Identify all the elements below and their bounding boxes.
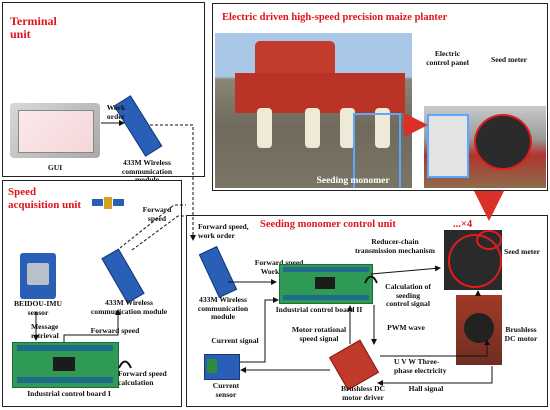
wireless-module-label-3: 433M Wireless communication module [197, 295, 249, 322]
seed-meter-bottom-label: Seed meter [503, 247, 541, 256]
industrial-board-2-image [279, 264, 373, 304]
brushless-motor-label: Brushless DC motor [504, 325, 538, 343]
seed-meter-photo [444, 230, 502, 290]
planter-photo [215, 33, 412, 188]
calc-arc-2 [364, 275, 378, 284]
motor-speed-signal-label: Motor rotational speed signal [291, 325, 347, 343]
calc-arc-1 [118, 360, 132, 369]
gui-label: GUI [47, 163, 63, 172]
message-retrieval-label: Message retrieval [31, 322, 59, 340]
seeding-control-multiplier: ...×4 [453, 219, 473, 230]
brushless-motor-photo [456, 295, 502, 365]
pwm-wave-label: PWM wave [387, 323, 425, 332]
industrial-board-1-image [12, 342, 119, 388]
work-order-label-1: Work order [106, 103, 126, 121]
uvw-label: U V W Three- phase electricity [394, 357, 447, 375]
terminal-unit-title: Terminal unit [10, 14, 57, 41]
industrial-board-1-label: Industrial control board I [27, 389, 111, 398]
dashed-link-forward-speed [131, 215, 186, 251]
calc-seeding-signal-label: Calculation of seeding control signal [385, 282, 431, 309]
arrow-current-signal [240, 297, 279, 363]
forward-speed-label-2: Forward speed [90, 326, 140, 335]
electric-control-panel-label: Electric control panel [426, 49, 469, 67]
control-panel-photo [424, 106, 546, 188]
motor-driver-label: Brushless DC motor driver [340, 384, 386, 402]
seeding-monomer-label: Seeding monomer [316, 176, 390, 186]
satellite-icon [92, 197, 124, 209]
industrial-board-2-label: Industrial control board II [275, 305, 363, 314]
planter-title: Electric driven high-speed precision mai… [222, 12, 448, 23]
current-signal-label: Current signal [211, 336, 259, 345]
forward-speed-work-order-label-1: Forward speed, work order [198, 222, 249, 240]
seeding-control-title: Seeding monomer control unit [260, 219, 396, 230]
dashed-link-forward-speed-2 [119, 204, 186, 249]
arrow-board2-to-seed-meter [370, 265, 441, 275]
arrow-board1-to-module2 [63, 309, 121, 342]
forward-speed-calc-label: Forward speed calculation [118, 369, 167, 387]
speed-acquisition-title: Speed acquisition unit [8, 186, 82, 211]
current-sensor-image [204, 354, 240, 380]
hall-signal-label: Hall signal [408, 384, 444, 393]
seed-meter-top-label: Seed meter [490, 55, 528, 64]
beidou-imu-sensor-image [20, 253, 56, 299]
dashed-link-work-order [150, 124, 196, 241]
reducer-chain-label: Reducer-chain transmission mechanism [355, 237, 435, 255]
arrow-uvw [380, 339, 490, 357]
beidou-imu-label: BEIDOU-IMU sensor [13, 299, 63, 317]
current-sensor-label: Current sensor [212, 381, 240, 399]
wireless-module-label-1: 433M Wireless communication module [121, 158, 173, 184]
gui-tablet-image [10, 103, 100, 158]
arrow-hall [377, 366, 493, 386]
